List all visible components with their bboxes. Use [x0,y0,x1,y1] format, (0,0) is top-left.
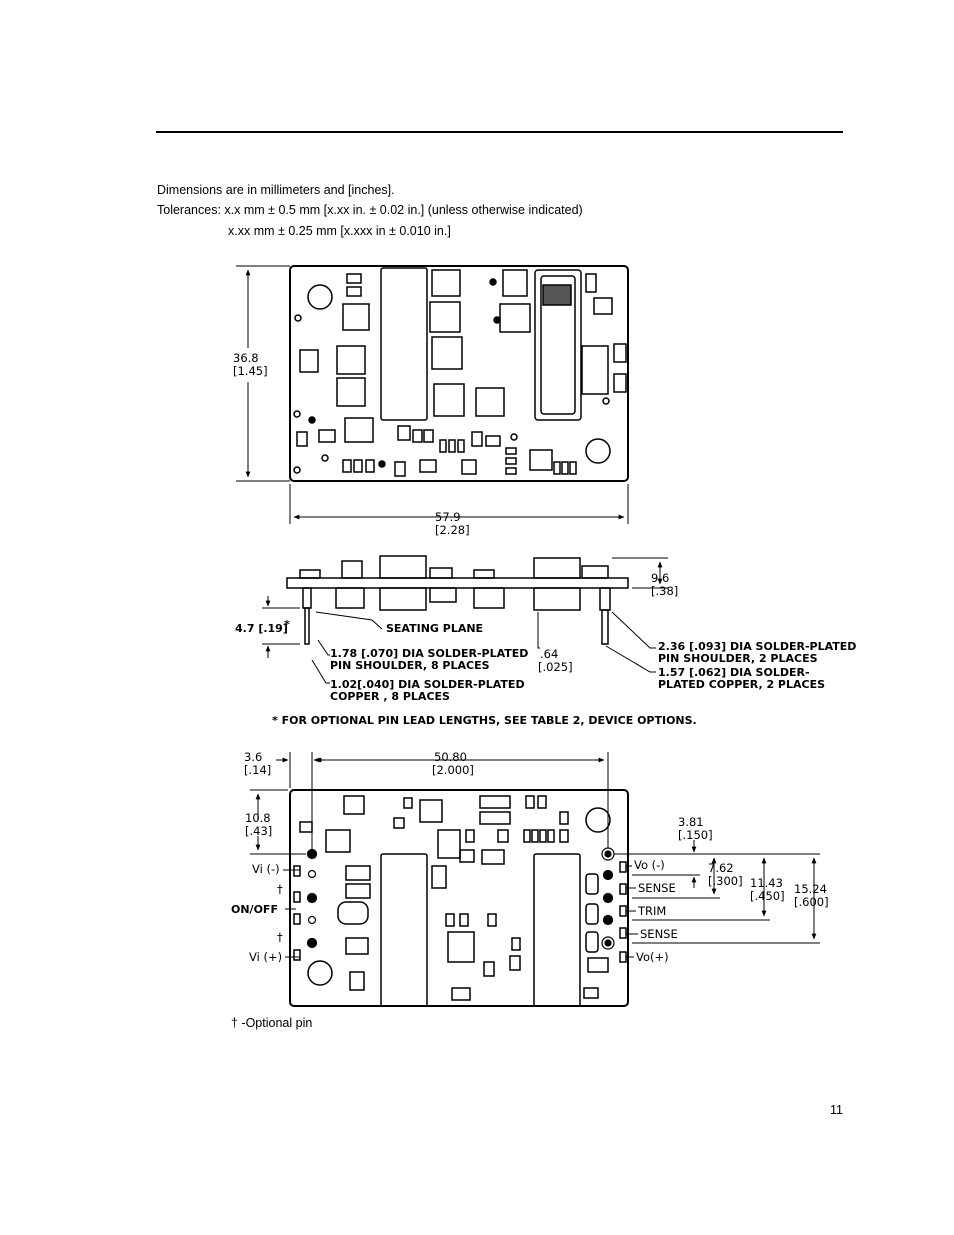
top-width-mm: 57.9 [435,510,461,524]
dim-11-43-in: [.450] [750,889,785,903]
large-shoulder-line1: 2.36 [.093] DIA SOLDER-PLATED [658,640,856,653]
large-shoulder-line2: PIN SHOULDER, 2 PLACES [658,652,818,665]
dim-11-43-mm: 11.43 [750,876,783,890]
dim-7-62-mm: 7.62 [708,861,734,875]
dim-10-8-in: [.43] [245,824,272,838]
pin-label-sense-2: SENSE [640,927,678,941]
pin-label-sense-1: SENSE [638,881,676,895]
pin-label-optional-2: † [277,930,283,944]
page-number: 11 [830,1103,843,1117]
pin-label-on-off: ON/OFF [231,903,278,916]
dim-15-24-in: [.600] [794,895,829,909]
dim-3-81-mm: 3.81 [678,815,704,829]
pin-length-mark: * [284,618,290,631]
dim-15-24-mm: 15.24 [794,882,827,896]
small-copper-line2: COPPER , 8 PLACES [330,690,450,703]
large-copper-line2: PLATED COPPER, 2 PLACES [658,678,825,691]
pin-label-vo-plus: Vo(+) [636,950,669,964]
seating-plane-label: SEATING PLANE [386,622,483,635]
pin-label-vi-plus: Vi (+) [249,950,282,964]
dim-10-8-mm: 10.8 [245,811,271,825]
dim-7-62-in: [.300] [708,874,743,888]
dim-3-81-in: [.150] [678,828,713,842]
optional-lead-footnote: * FOR OPTIONAL PIN LEAD LENGTHS, SEE TAB… [272,714,697,727]
side-view [286,555,629,645]
dim-50-80-mm: 50.80 [434,750,467,764]
dim-50-80-in: [2.000] [432,763,474,777]
small-shoulder-line2: PIN SHOULDER, 8 PLACES [330,659,490,672]
bottom-view [289,789,629,1007]
pin-label-trim: TRIM [637,904,666,918]
large-copper-line1: 1.57 [.062] DIA SOLDER- [658,666,810,679]
pin-offset-in: [.025] [538,660,573,674]
top-width-in: [2.28] [435,523,470,537]
pin-label-vo-minus: Vo (-) [634,858,665,872]
header-rule [156,131,843,133]
side-height-in: [.38] [651,584,678,598]
note-units: Dimensions are in millimeters and [inche… [157,183,395,197]
pin-label-optional-1: † [277,882,283,896]
note-tolerance-2: x.xx mm ± 0.25 mm [x.xxx in ± 0.010 in.] [228,224,451,238]
dim-3-6-mm: 3.6 [244,750,262,764]
note-tolerance-1: Tolerances: x.x mm ± 0.5 mm [x.xx in. ± … [157,203,583,217]
pin-label-vi-minus: Vi (-) [252,862,280,876]
optional-pin-note: † -Optional pin [231,1016,313,1030]
pin-offset-mm: .64 [540,647,558,661]
dim-3-6-in: [.14] [244,763,271,777]
small-copper-line1: 1.02[.040] DIA SOLDER-PLATED [330,678,525,691]
top-height-in: [1.45] [233,364,268,378]
small-shoulder-line1: 1.78 [.070] DIA SOLDER-PLATED [330,647,528,660]
pin-length: 4.7 [.19] [235,622,288,635]
side-height-mm: 9.6 [651,571,669,585]
top-height-mm: 36.8 [233,351,259,365]
top-view [289,265,629,482]
